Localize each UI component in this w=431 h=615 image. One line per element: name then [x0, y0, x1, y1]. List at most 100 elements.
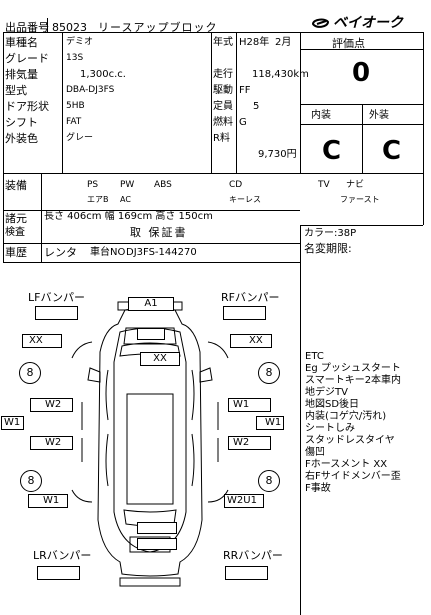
logo-mark-icon — [311, 18, 330, 28]
color-code: カラー:38P — [304, 228, 357, 239]
lf-bumper-label: LFバンパー — [28, 291, 86, 304]
drive-label: 駆動 — [213, 85, 233, 96]
grade-value: 13S — [66, 53, 84, 63]
rule — [300, 49, 423, 50]
month-value: 2月 — [275, 37, 292, 48]
rule — [41, 173, 42, 262]
damage-box-w1-right: W1 — [256, 416, 284, 430]
rule — [3, 243, 300, 244]
color-label: 外装色 — [5, 132, 38, 145]
damage-box-a1: A1 — [128, 297, 174, 311]
color-value: グレー — [66, 133, 94, 143]
damage-box-w2u1: W2U1 — [224, 494, 264, 508]
rule — [362, 104, 363, 173]
shift-label: シフト — [5, 116, 38, 129]
interior-score: C — [322, 136, 342, 166]
equip-tv: TV — [318, 180, 330, 190]
dimensions-value: 長さ 406cm 幅 169cm 高さ 150cm — [44, 211, 213, 222]
dimensions-label: 諸元 — [5, 212, 27, 225]
rf-bumper-box — [223, 306, 266, 320]
rating-header: 評価点 — [332, 37, 365, 50]
equip-first: ファースト — [340, 195, 380, 204]
damage-box-rear-2 — [137, 538, 177, 550]
rule — [300, 225, 423, 226]
tire-rr: 8 — [258, 470, 280, 492]
equip-abs: ABS — [154, 180, 172, 190]
rule — [423, 32, 424, 225]
rr-bumper-box — [225, 566, 268, 580]
model-label: 型式 — [5, 84, 27, 97]
damage-box-w1-rf: W1 — [228, 398, 271, 412]
inspection-label: 検査 — [5, 227, 25, 238]
lot-number: 85023 — [52, 21, 87, 34]
rule — [211, 32, 212, 173]
damage-box-rear-1 — [137, 522, 177, 534]
car-diagram — [71, 301, 229, 587]
year-label: 年式 — [213, 37, 233, 48]
logo-text: ベイオーク — [333, 15, 403, 31]
note-item: 内装(コゲ穴/汚れ) — [305, 411, 387, 422]
rule — [300, 124, 423, 125]
name-change-deadline: 名変期限: — [304, 242, 352, 255]
fuel-value: G — [239, 117, 247, 128]
tire-lr: 8 — [20, 470, 42, 492]
damage-box-w2-lf: W2 — [30, 398, 73, 412]
rule — [47, 18, 48, 32]
mileage-label: 走行 — [213, 69, 233, 80]
note-item: 地図SD後日 — [305, 399, 360, 410]
rule — [3, 32, 300, 33]
doors-label: ドア形状 — [5, 100, 49, 113]
rule — [300, 104, 423, 105]
chassis-label: 車台NO — [90, 247, 126, 258]
displacement-value: 1,300c.c. — [80, 69, 126, 80]
grade-label: グレード — [5, 52, 49, 65]
capacity-value: 5 — [253, 101, 260, 112]
damage-box-xx-right: XX — [230, 334, 272, 348]
note-item: Fホースメント XX — [305, 459, 388, 470]
lr-bumper-label: LRバンパー — [33, 549, 92, 562]
year-value: H28年 — [239, 37, 270, 48]
car-name-label: 車種名 — [5, 36, 38, 49]
fuel-label: 燃料 — [213, 117, 233, 128]
recycle-label: R料 — [213, 133, 230, 144]
note-item: 右Fサイドメンバー歪 — [305, 471, 401, 482]
lf-bumper-box — [35, 306, 78, 320]
rule — [300, 32, 301, 173]
note-item: スタッドレスタイヤ — [305, 435, 395, 446]
damage-box-w2-rr: W2 — [228, 436, 271, 450]
rule — [3, 210, 300, 211]
capacity-label: 定員 — [213, 101, 233, 112]
equip-keyless: キーレス — [229, 195, 261, 204]
note-item: スマートキー2本車内 — [305, 375, 402, 386]
damage-box-w1-bottom: W1 — [28, 494, 68, 508]
exterior-score: C — [382, 136, 402, 166]
rule — [300, 32, 423, 33]
rule — [3, 173, 423, 174]
rule — [236, 32, 237, 173]
damage-box-w1-left: W1 — [1, 416, 24, 430]
chassis-value: DJ3FS-144270 — [126, 247, 197, 258]
damage-box-xx-center: XX — [140, 352, 180, 366]
note-item: Eg プッシュスタート — [305, 363, 401, 374]
equip-ps: PS — [87, 180, 99, 190]
equip-navi: ナビ — [346, 180, 365, 190]
shift-value: FAT — [66, 117, 82, 127]
rule — [3, 262, 300, 263]
company-logo: ベイオーク — [310, 15, 422, 33]
interior-label: 内装 — [311, 110, 331, 121]
history-value: レンタ — [44, 246, 77, 259]
car-name-value: デミオ — [66, 37, 94, 47]
history-label: 車歴 — [5, 246, 27, 259]
note-item: ETC — [305, 351, 324, 362]
note-item: F事故 — [305, 483, 331, 494]
rule — [300, 225, 301, 615]
sheet-title: リースアップブロック — [98, 21, 218, 34]
exterior-label: 外装 — [369, 110, 389, 121]
tire-rf: 8 — [258, 362, 280, 384]
rating-score: 0 — [352, 58, 371, 88]
mileage-value: 118,430km — [252, 69, 309, 80]
equipment-label: 装備 — [5, 179, 27, 192]
doors-value: 5HB — [66, 101, 85, 111]
model-value: DBA-DJ3FS — [66, 85, 115, 95]
lr-bumper-box — [37, 566, 80, 580]
